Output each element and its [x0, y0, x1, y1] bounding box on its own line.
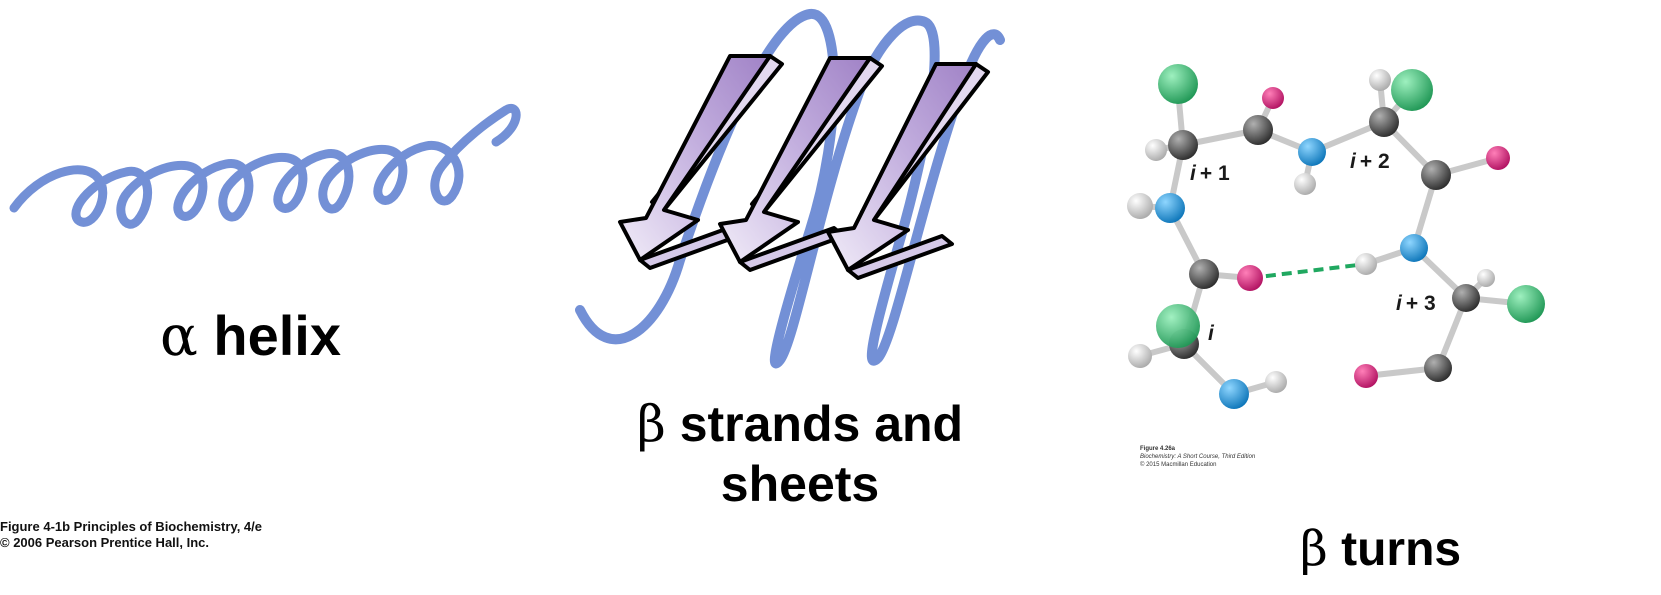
hydrogen-atom: [1128, 344, 1152, 368]
beta-sheet-label-2: sheets: [720, 456, 880, 512]
nitrogen-atom: [1400, 234, 1428, 262]
alpha-helix-ribbon: [9, 104, 521, 229]
alpha-helix-label: helix: [213, 304, 342, 367]
beta-turn-title: β turns: [1300, 520, 1461, 579]
oxygen-atom: [1262, 87, 1284, 109]
beta-symbol: β: [636, 395, 666, 453]
side-chain-atom: [1158, 64, 1198, 104]
hydrogen-atom: [1265, 371, 1287, 393]
hydrogen-atom: [1145, 139, 1167, 161]
hydrogen-atom: [1369, 69, 1391, 91]
carbon-atom: [1189, 259, 1219, 289]
carbon-atom: [1421, 160, 1451, 190]
residue-label-i2: i+ 2: [1350, 150, 1390, 173]
residue-label-i: i: [1208, 322, 1215, 345]
alpha-symbol: α: [160, 304, 198, 369]
hydrogen-atom: [1355, 253, 1377, 275]
beta-strand-arrow-1: [618, 54, 784, 270]
hydrogen-atom: [1127, 193, 1153, 219]
beta-turn-molecule: i+ 1 i+ 2 i+ 3 i: [1127, 64, 1545, 409]
oxygen-atom: [1237, 265, 1263, 291]
side-chain-atom: [1507, 285, 1545, 323]
residue-label-i3: i+ 3: [1396, 292, 1436, 315]
nitrogen-atom: [1298, 138, 1326, 166]
carbon-atom: [1243, 115, 1273, 145]
alpha-helix-title: α helix: [160, 305, 341, 368]
oxygen-atom: [1354, 364, 1378, 388]
source-book: Biochemistry: A Short Course, Third Edit…: [1140, 454, 1256, 460]
hydrogen-atom: [1294, 173, 1316, 195]
beta-turn-source: Figure 4.26a Biochemistry: A Short Cours…: [1140, 445, 1255, 469]
carbon-atom: [1424, 354, 1452, 382]
beta-turn-label: turns: [1341, 523, 1462, 576]
source-copyright: © 2015 Macmillan Education: [1140, 462, 1217, 468]
alpha-helix-credit: Figure 4-1b Principles of Biochemistry, …: [0, 519, 262, 551]
carbon-atom: [1452, 284, 1480, 312]
atoms: [1127, 64, 1545, 409]
carbon-atom: [1168, 130, 1198, 160]
side-chain-atom: [1391, 69, 1433, 111]
hydrogen-bond: [1249, 262, 1367, 280]
source-figure: Figure 4.26a: [1140, 446, 1176, 452]
side-chain-atom: [1156, 304, 1200, 348]
beta-sheet-label-1: strands and: [679, 396, 964, 452]
credit-line-1: Figure 4-1b Principles of Biochemistry, …: [0, 519, 262, 534]
beta-sheet-title-line-1: β strands and: [600, 394, 1000, 454]
credit-line-2: © 2006 Pearson Prentice Hall, Inc.: [0, 535, 210, 550]
beta-strand-arrow-3: [826, 62, 990, 280]
alpha-helix-drawing: [9, 104, 521, 229]
beta-sheet-drawing: [575, 9, 1005, 369]
nitrogen-atom: [1219, 379, 1249, 409]
hydrogen-atom: [1477, 269, 1495, 287]
oxygen-atom: [1486, 146, 1510, 170]
beta-turn-symbol: β: [1300, 521, 1328, 577]
nitrogen-atom: [1155, 193, 1185, 223]
residue-label-i1: i+ 1: [1190, 162, 1230, 185]
beta-sheet-title: β strands and sheets: [600, 394, 1000, 514]
carbon-atom: [1369, 107, 1399, 137]
